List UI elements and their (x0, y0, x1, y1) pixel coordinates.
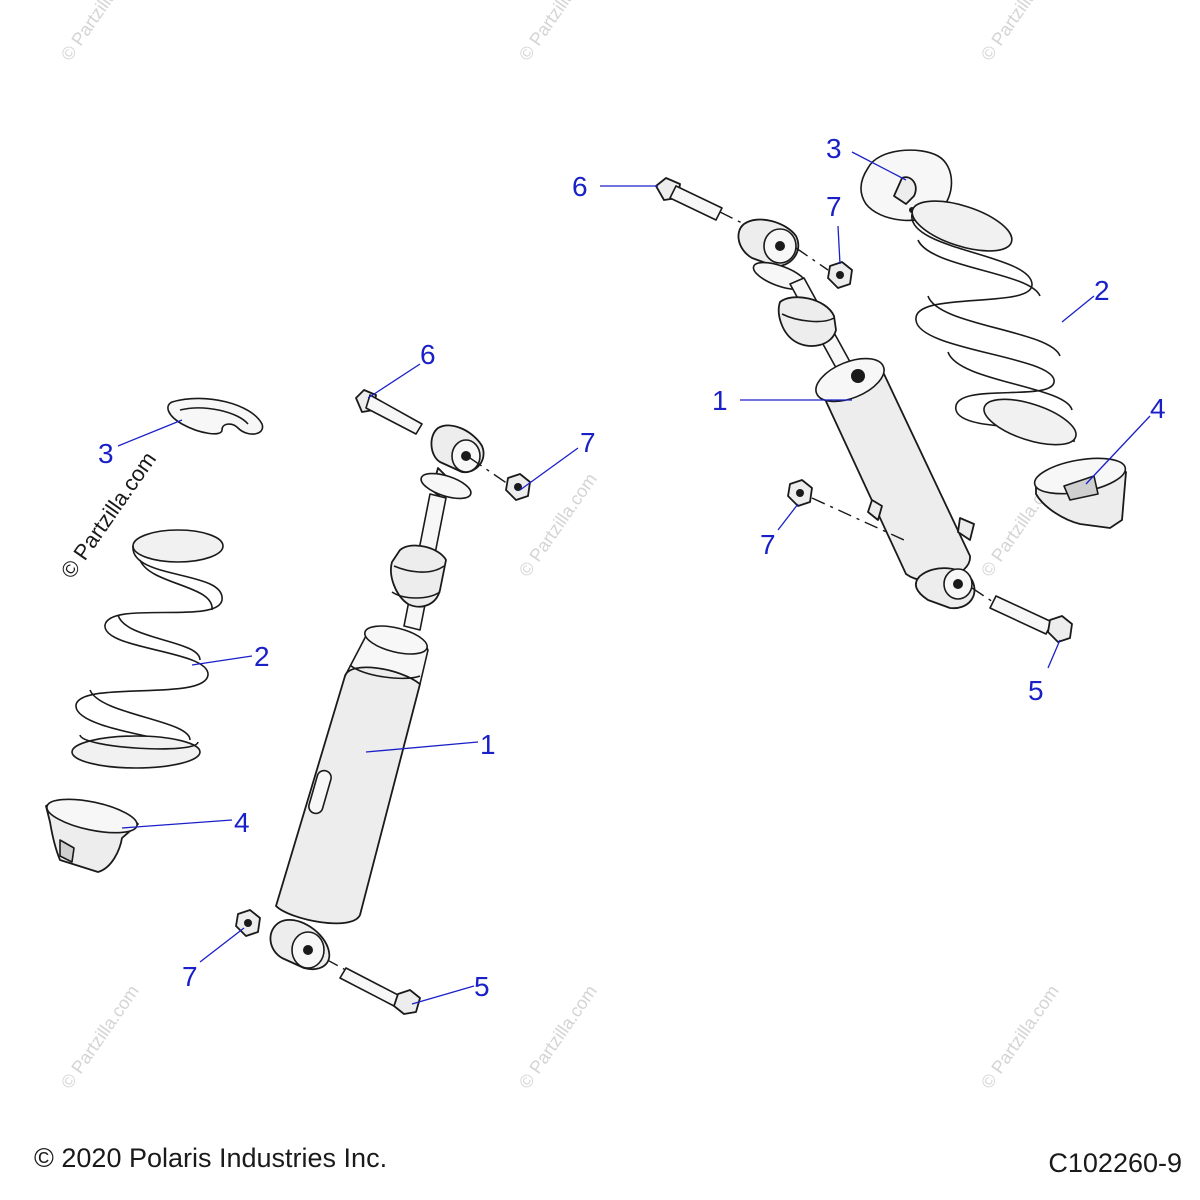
right-shock-body (815, 357, 975, 582)
right-lower-bolt (989, 595, 1073, 643)
left-upper-axis (469, 457, 509, 485)
left-upper-bolt (355, 389, 423, 435)
watermark-top-left: © Partzilla.com (57, 0, 143, 64)
left-shock-body (275, 625, 429, 925)
callout-left-7-upper: 7 (580, 427, 596, 458)
right-callouts: 6 7 3 2 1 4 7 5 (572, 133, 1166, 706)
watermark-bottom-center: © Partzilla.com (515, 981, 601, 1092)
callout-left-1: 1 (480, 729, 496, 760)
left-lower-bolt (339, 967, 421, 1015)
callout-right-7-upper: 7 (826, 191, 842, 222)
callout-right-6: 6 (572, 171, 588, 202)
right-upper-nut (827, 261, 853, 289)
right-assembly: 6 7 3 2 1 4 7 5 (572, 133, 1166, 706)
callout-right-1: 1 (712, 385, 728, 416)
callout-left-2: 2 (254, 641, 270, 672)
callout-right-2: 2 (1094, 275, 1110, 306)
left-callouts: 6 7 3 2 1 4 7 5 (98, 339, 596, 1005)
left-assembly: 6 7 3 2 1 4 7 5 (45, 339, 596, 1015)
callout-right-5: 5 (1028, 675, 1044, 706)
right-upper-axis (719, 211, 829, 271)
right-lower-axis (811, 497, 997, 605)
left-spring-retainer (167, 397, 264, 435)
left-lower-eyelet (269, 919, 331, 970)
callout-left-6: 6 (420, 339, 436, 370)
left-coil-spring (71, 529, 224, 769)
left-upper-eyelet (420, 424, 485, 501)
watermark-bottom-left: © Partzilla.com (57, 981, 143, 1092)
right-spring-seat (1033, 457, 1127, 529)
callout-right-3: 3 (826, 133, 842, 164)
callout-left-7-lower: 7 (182, 961, 198, 992)
right-lower-eyelet (914, 567, 976, 609)
watermark-top-right: © Partzilla.com (977, 0, 1063, 64)
left-upper-nut (505, 473, 531, 501)
left-spring-seat (45, 798, 139, 873)
right-upper-bolt (655, 177, 723, 221)
watermark-bottom-right: © Partzilla.com (977, 981, 1063, 1092)
callout-left-3: 3 (98, 438, 114, 469)
right-lower-nut (787, 479, 813, 507)
copyright-text: © 2020 Polaris Industries Inc. (34, 1143, 388, 1173)
callout-left-4: 4 (234, 807, 250, 838)
right-shock-shaft (777, 277, 861, 387)
callout-left-5: 5 (474, 971, 490, 1002)
right-coil-spring (911, 200, 1077, 446)
callout-right-7-lower: 7 (760, 529, 776, 560)
callout-right-4: 4 (1150, 393, 1166, 424)
left-shock-shaft (390, 493, 447, 631)
watermark-top-center: © Partzilla.com (515, 0, 601, 64)
diagram-id: C102260-9 (1048, 1148, 1182, 1178)
